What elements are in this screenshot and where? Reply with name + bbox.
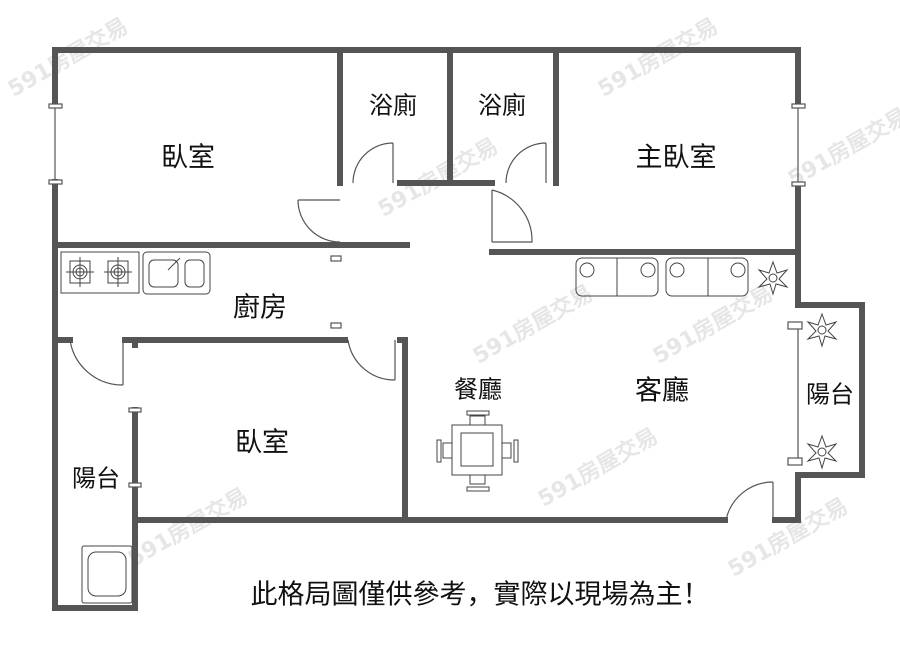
room-label-living: 客廳	[635, 375, 689, 407]
sink-icon	[142, 251, 211, 295]
room-label-master-bedroom: 主臥室	[635, 142, 717, 174]
room-label-balcony-right: 陽台	[806, 380, 854, 409]
room-label-bedroom-1: 臥室	[161, 142, 215, 174]
room-label-bath-2: 浴廁	[478, 91, 526, 120]
stove-icon	[60, 251, 140, 294]
plant-icon	[757, 260, 838, 470]
room-label-bedroom-2: 臥室	[235, 427, 289, 459]
disclaimer-text: 此格局圖僅供參考，實際以現場為主！	[250, 579, 710, 611]
room-label-balcony-left: 陽台	[72, 464, 120, 493]
washer-icon	[81, 545, 133, 604]
dining-table-icon	[436, 410, 519, 492]
room-label-bath-1: 浴廁	[369, 91, 417, 120]
sofa-icon	[575, 257, 749, 297]
room-label-kitchen: 廚房	[233, 292, 287, 324]
room-label-dining: 餐廳	[454, 375, 502, 404]
